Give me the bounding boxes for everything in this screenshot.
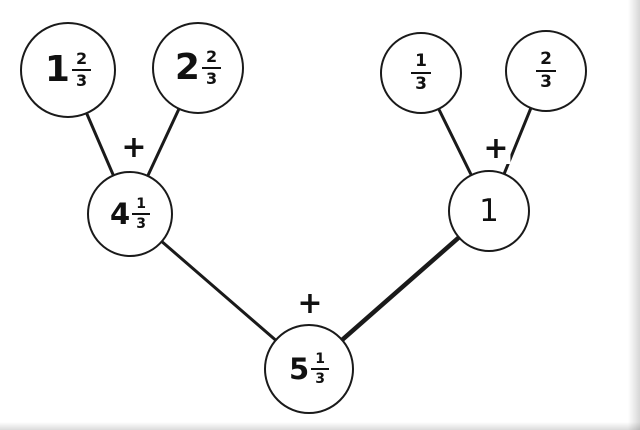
- fraction-denominator: 3: [540, 72, 552, 92]
- whole-number: 2: [174, 47, 200, 88]
- plus-operator-left: +: [119, 130, 149, 165]
- fraction: 1 3: [132, 197, 150, 231]
- whole-number: 4: [110, 196, 131, 231]
- node-value-4-1-3: 4 1 3: [110, 197, 150, 231]
- fraction-denominator: 3: [136, 216, 146, 232]
- node-value-5-1-3: 5 1 3: [289, 352, 329, 386]
- node-value-1-3: 1 3: [411, 53, 431, 93]
- node-total: 5 1 3: [264, 324, 354, 414]
- whole-number: 1: [479, 192, 499, 229]
- fraction-denominator: 3: [205, 69, 218, 88]
- node-value-1: 1: [479, 192, 499, 229]
- plus-operator-bottom: +: [295, 286, 325, 321]
- fraction-numerator: 2: [201, 49, 222, 69]
- node-value-2-2-3: 2 2 3: [174, 47, 222, 88]
- fraction-numerator: 1: [311, 352, 329, 370]
- fraction-denominator: 3: [75, 71, 88, 90]
- fraction: 2 3: [71, 51, 92, 90]
- node-leaf-right-2: 2 3: [505, 30, 587, 112]
- node-value-2-3: 2 3: [536, 51, 556, 91]
- fraction-denominator: 3: [415, 74, 427, 94]
- plus-operator-right: +: [481, 131, 511, 166]
- fraction-numerator: 1: [411, 53, 431, 74]
- whole-number: 1: [44, 49, 70, 90]
- fraction-numerator: 2: [71, 51, 92, 71]
- whole-number: 5: [289, 351, 310, 386]
- fraction-numerator: 1: [132, 197, 150, 215]
- node-leaf-left-2: 2 2 3: [152, 22, 244, 114]
- node-leaf-right-1: 1 3: [380, 32, 462, 114]
- fraction: 2 3: [201, 49, 222, 88]
- node-sum-right: 1: [448, 170, 530, 252]
- fraction: 2 3: [536, 51, 556, 91]
- node-leaf-left-1: 1 2 3: [20, 22, 116, 118]
- fraction-numerator: 2: [536, 51, 556, 72]
- node-sum-left: 4 1 3: [87, 171, 173, 257]
- fraction: 1 3: [311, 352, 329, 386]
- fraction: 1 3: [411, 53, 431, 93]
- node-value-1-2-3: 1 2 3: [44, 49, 92, 90]
- fraction-denominator: 3: [315, 371, 325, 387]
